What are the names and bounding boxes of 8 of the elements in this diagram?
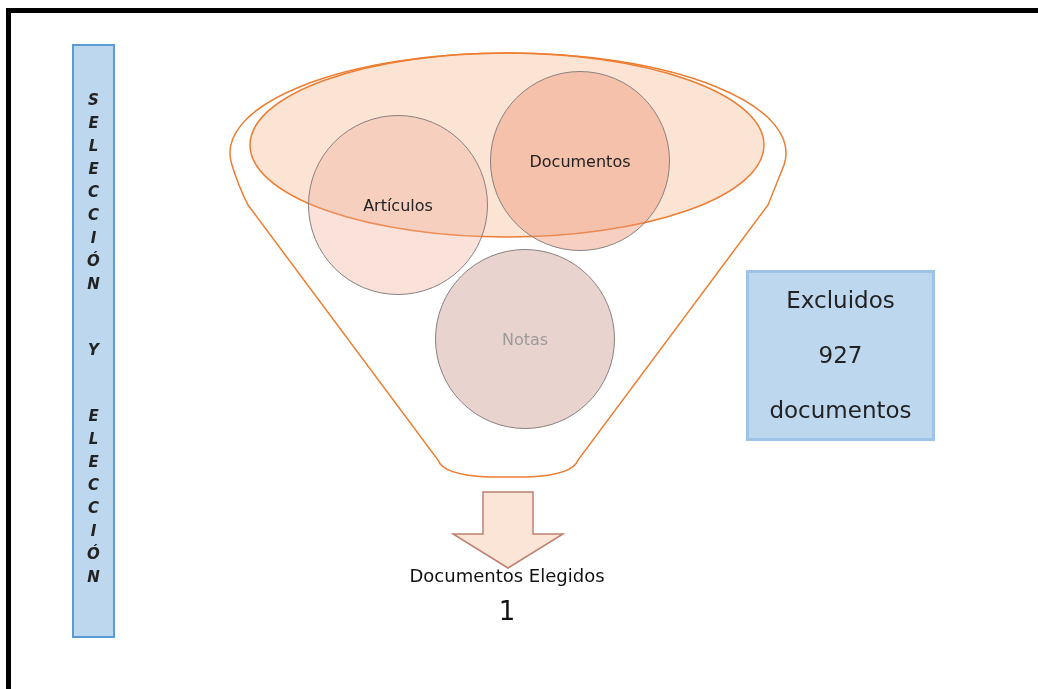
circle-node: Documentos <box>490 71 670 251</box>
caption-text: Documentos Elegidos <box>409 565 605 586</box>
vertical-banner: SELECCIÓN Y ELECCIÓN <box>72 44 115 638</box>
circle-node: Notas <box>435 249 615 429</box>
block-arrow <box>450 491 566 569</box>
count-number: 1 <box>498 596 516 626</box>
circle-node: Artículos <box>308 115 488 295</box>
process-box: Excluidos 927 documentos <box>746 270 935 441</box>
